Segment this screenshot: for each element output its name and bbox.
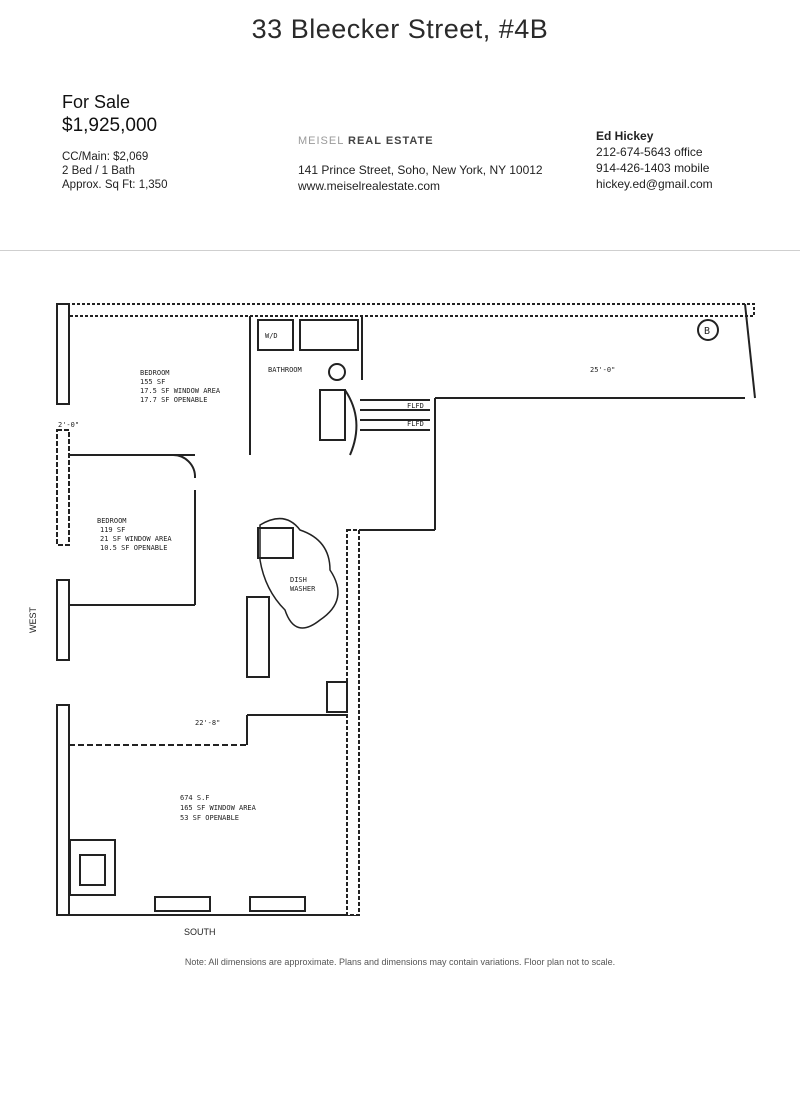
listing-title: 33 Bleecker Street, #4B: [251, 14, 549, 44]
label-flfd-2: FLFD: [407, 420, 424, 428]
label-living-openable: 53 SF OPENABLE: [180, 814, 239, 822]
disclaimer-note: Note: All dimensions are approximate. Pl…: [184, 957, 616, 967]
wall-east-upper: [744, 303, 756, 399]
wall-top: [56, 303, 755, 317]
brand-name-light: MEISEL: [298, 135, 344, 147]
range: [326, 681, 348, 713]
label-unit-badge: B: [704, 326, 710, 337]
wall-west-mid: [56, 429, 70, 546]
label-dim-living: 22'-8": [195, 719, 220, 727]
label-dishwasher-2: WASHER: [290, 585, 316, 593]
label-bedroom2-title: BEDROOM: [97, 517, 127, 525]
agent-office-phone[interactable]: 212-674-5643 office: [596, 145, 703, 159]
sale-price: $1,925,000: [62, 115, 158, 136]
bed-bath: 2 Bed / 1 Bath: [62, 165, 135, 177]
label-living-area: 674 S.F: [180, 794, 210, 802]
label-dim-side: 2'-0": [58, 421, 79, 429]
label-dishwasher-1: DISH: [290, 576, 307, 584]
brokerage-logo: MEISEL REAL ESTATE: [298, 135, 434, 147]
label-bedroom2-openable: 10.5 SF OPENABLE: [100, 544, 167, 552]
kitchen-island: [246, 596, 270, 678]
label-dim-hall: 25'-0": [590, 366, 615, 374]
agent-contact: Ed Hickey 212-674-5643 office 914-426-14…: [596, 128, 713, 192]
floor-plan: BEDROOM 155 SF 17.5 SF WINDOW AREA 17.7 …: [56, 303, 756, 916]
stair-curve: [344, 389, 358, 456]
compass-west-label: WEST: [28, 607, 38, 633]
window-south-2: [249, 896, 306, 912]
wall-west-lower: [56, 704, 70, 916]
wall-west-upper: [56, 303, 70, 405]
agent-mobile-phone[interactable]: 914-426-1403 mobile: [596, 161, 710, 175]
label-bedroom2-area: 119 SF: [100, 526, 125, 534]
office-address: 141 Prince Street, Soho, New York, NY 10…: [298, 163, 543, 177]
wall-east-lower: [346, 529, 360, 916]
wall-west-window: [56, 579, 70, 661]
website-link[interactable]: www.meiselrealestate.com: [298, 179, 441, 193]
sale-status: For Sale: [62, 92, 131, 112]
toilet: [328, 363, 346, 381]
brokerage-contact: 141 Prince Street, Soho, New York, NY 10…: [298, 162, 543, 194]
door-swing-bedroom2: [171, 453, 197, 479]
label-bedroom2-window: 21 SF WINDOW AREA: [100, 535, 172, 543]
label-bedroom1-title: BEDROOM: [140, 369, 170, 377]
square-footage: Approx. Sq Ft: 1,350: [62, 179, 168, 191]
header-divider: [0, 250, 800, 251]
listing-facts: CC/Main: $2,069 2 Bed / 1 Bath Approx. S…: [62, 150, 167, 192]
agent-name: Ed Hickey: [596, 129, 654, 143]
sink: [257, 527, 294, 559]
dishwasher-outline: [259, 517, 339, 629]
unit-badge-circle: [697, 319, 719, 341]
washer-dryer: [257, 319, 294, 351]
label-bedroom1-area: 155 SF: [140, 378, 165, 386]
label-living-window: 165 SF WINDOW AREA: [180, 804, 257, 812]
label-bathroom: BATHROOM: [268, 366, 302, 374]
fireplace: [79, 854, 106, 886]
bathtub: [299, 319, 359, 351]
label-washer-dryer: W/D: [265, 332, 278, 340]
label-bedroom1-window: 17.5 SF WINDOW AREA: [140, 387, 221, 395]
brand-name-bold: REAL ESTATE: [348, 135, 434, 147]
label-bedroom1-openable: 17.7 SF OPENABLE: [140, 396, 207, 404]
cc-main: CC/Main: $2,069: [62, 151, 149, 163]
window-south-1: [154, 896, 211, 912]
agent-email[interactable]: hickey.ed@gmail.com: [596, 177, 713, 191]
label-flfd-1: FLFD: [407, 402, 424, 410]
elevator-box: [319, 389, 346, 441]
compass-south-label: SOUTH: [184, 927, 216, 937]
